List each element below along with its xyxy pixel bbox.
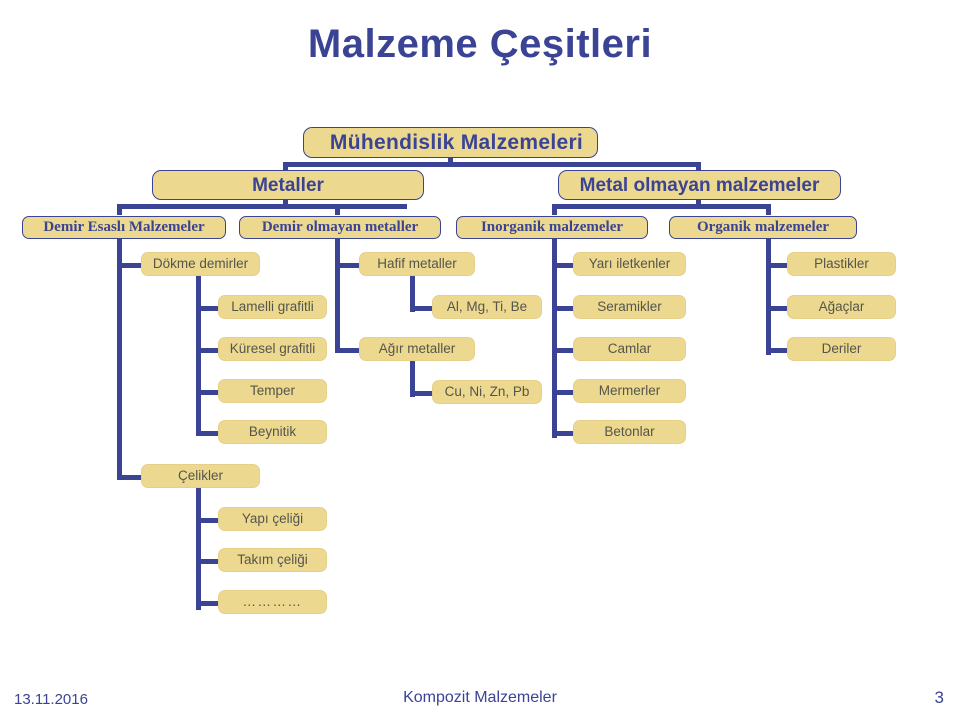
connector-metaller-bar xyxy=(117,204,407,209)
node-label: Demir olmayan metaller xyxy=(261,219,419,235)
connector-organik-trunk xyxy=(766,238,771,355)
connector-celikler-trunk xyxy=(196,488,201,610)
connector-metaller-to-demir-esasli xyxy=(117,204,122,215)
footer-subject: Kompozit Malzemeler xyxy=(403,689,557,706)
node-label: Metaller xyxy=(252,174,324,196)
node-mermerler[interactable]: Mermerler xyxy=(573,379,686,403)
node-organik-malzemeler[interactable]: Organik malzemeler xyxy=(669,216,857,239)
node-label: Plastikler xyxy=(814,256,869,272)
node-temper[interactable]: Temper xyxy=(218,379,327,403)
connector-hafif-trunk xyxy=(410,276,415,312)
connector-demir-esasli-trunk xyxy=(117,238,122,480)
connector-stub-dokme-demirler xyxy=(117,263,143,268)
node-hafif-metaller[interactable]: Hafif metaller xyxy=(359,252,475,276)
connector-demir-olmayan-trunk xyxy=(335,238,340,353)
connector-stub-deriler xyxy=(766,348,790,353)
node-label: Metal olmayan malzemeler xyxy=(579,174,820,196)
connector-metaller-to-demir-olmayan xyxy=(335,204,340,215)
node-seramikler[interactable]: Seramikler xyxy=(573,295,686,319)
node-takim-celigi[interactable]: Takım çeliği xyxy=(218,548,327,572)
connector-stub-takim-celigi xyxy=(196,559,220,564)
node-label: Al, Mg, Ti, Be xyxy=(446,299,528,315)
node-plastikler[interactable]: Plastikler xyxy=(787,252,896,276)
node-label: Dökme demirler xyxy=(152,256,249,272)
connector-nonmetal-bar xyxy=(552,204,771,209)
node-label: Yarı iletkenler xyxy=(588,256,671,272)
node-demir-olmayan-metaller[interactable]: Demir olmayan metaller xyxy=(239,216,441,239)
node-label: Ağır metaller xyxy=(378,341,456,357)
connector-stub-cu-ni xyxy=(410,391,434,396)
page-title: Malzeme Çeşitleri xyxy=(307,22,653,66)
node-betonlar[interactable]: Betonlar xyxy=(573,420,686,444)
connector-root-to-metaller xyxy=(283,162,288,175)
node-label: Organik malzemeler xyxy=(696,219,830,235)
connector-stub-plastikler xyxy=(766,263,790,268)
node-label: ………… xyxy=(242,594,303,610)
connector-inorganik-trunk xyxy=(552,238,557,438)
connector-dokme-trunk xyxy=(196,276,201,436)
connector-nonmetal-to-inorganik xyxy=(552,204,557,215)
node-agir-metaller[interactable]: Ağır metaller xyxy=(359,337,475,361)
node-label: Cu, Ni, Zn, Pb xyxy=(444,384,530,400)
node-kuresel-grafitli[interactable]: Küresel grafitli xyxy=(218,337,327,361)
connector-stub-agir xyxy=(335,348,361,353)
connector-stub-seramikler xyxy=(552,306,576,311)
node-label: Temper xyxy=(249,383,295,399)
node-dokme-demirler[interactable]: Dökme demirler xyxy=(141,252,260,276)
connector-stub-dots xyxy=(196,601,220,606)
node-label: Hafif metaller xyxy=(377,256,457,272)
node-label: Mühendislik Malzemeleri xyxy=(329,131,584,154)
node-metaller[interactable]: Metaller xyxy=(152,170,424,200)
connector-stub-celikler xyxy=(117,475,143,480)
node-beynitik[interactable]: Beynitik xyxy=(218,420,327,444)
connector-stub-betonlar xyxy=(552,431,576,436)
connector-stub-agaclar xyxy=(766,306,790,311)
node-lamelli-grafitli[interactable]: Lamelli grafitli xyxy=(218,295,327,319)
node-label: Küresel grafitli xyxy=(229,341,316,357)
node-agaclar[interactable]: Ağaçlar xyxy=(787,295,896,319)
connector-stub-camlar xyxy=(552,348,576,353)
node-label: Takım çeliği xyxy=(237,552,308,568)
connector-agir-trunk xyxy=(410,361,415,397)
connector-stub-kuresel xyxy=(196,348,220,353)
node-label: Inorganik malzemeler xyxy=(480,219,624,235)
node-celikler-more[interactable]: ………… xyxy=(218,590,327,614)
connector-stub-temper xyxy=(196,390,220,395)
connector-stub-mermerler xyxy=(552,390,576,395)
node-label: Ağaçlar xyxy=(818,299,865,315)
node-label: Lamelli grafitli xyxy=(231,299,314,315)
connector-stub-al-mg xyxy=(410,306,434,311)
connector-stub-beynitik xyxy=(196,431,220,436)
node-label: Camlar xyxy=(607,341,652,357)
node-label: Mermerler xyxy=(598,383,661,399)
node-label: Betonlar xyxy=(604,424,655,440)
node-demir-esasli-malzemeler[interactable]: Demir Esaslı Malzemeler xyxy=(22,216,226,239)
connector-nonmetal-to-organik xyxy=(766,204,771,215)
connector-root-bar xyxy=(283,162,701,167)
node-celikler[interactable]: Çelikler xyxy=(141,464,260,488)
connector-stub-yapi-celigi xyxy=(196,518,220,523)
node-muhendislik-malzemeleri[interactable]: Mühendislik Malzemeleri xyxy=(303,127,598,158)
node-label: Deriler xyxy=(821,341,862,357)
node-label: Seramikler xyxy=(597,299,662,315)
connector-root-to-nonmetal xyxy=(696,162,701,175)
node-label: Yapı çeliği xyxy=(241,511,304,527)
connector-stub-yari-iletkenler xyxy=(552,263,576,268)
node-yari-iletkenler[interactable]: Yarı iletkenler xyxy=(573,252,686,276)
node-inorganik-malzemeler[interactable]: Inorganik malzemeler xyxy=(456,216,648,239)
footer-page-number: 3 xyxy=(934,688,944,707)
node-cu-ni-zn-pb[interactable]: Cu, Ni, Zn, Pb xyxy=(432,380,542,404)
node-metal-olmayan-malzemeler[interactable]: Metal olmayan malzemeler xyxy=(558,170,841,200)
node-label: Beynitik xyxy=(248,424,297,440)
footer-date: 13.11.2016 xyxy=(14,691,88,708)
node-label: Çelikler xyxy=(177,468,223,484)
node-deriler[interactable]: Deriler xyxy=(787,337,896,361)
node-al-mg-ti-be[interactable]: Al, Mg, Ti, Be xyxy=(432,295,542,319)
node-yapi-celigi[interactable]: Yapı çeliği xyxy=(218,507,327,531)
connector-stub-hafif xyxy=(335,263,361,268)
connector-stub-lamelli xyxy=(196,306,220,311)
node-label: Demir Esaslı Malzemeler xyxy=(43,219,205,235)
node-camlar[interactable]: Camlar xyxy=(573,337,686,361)
